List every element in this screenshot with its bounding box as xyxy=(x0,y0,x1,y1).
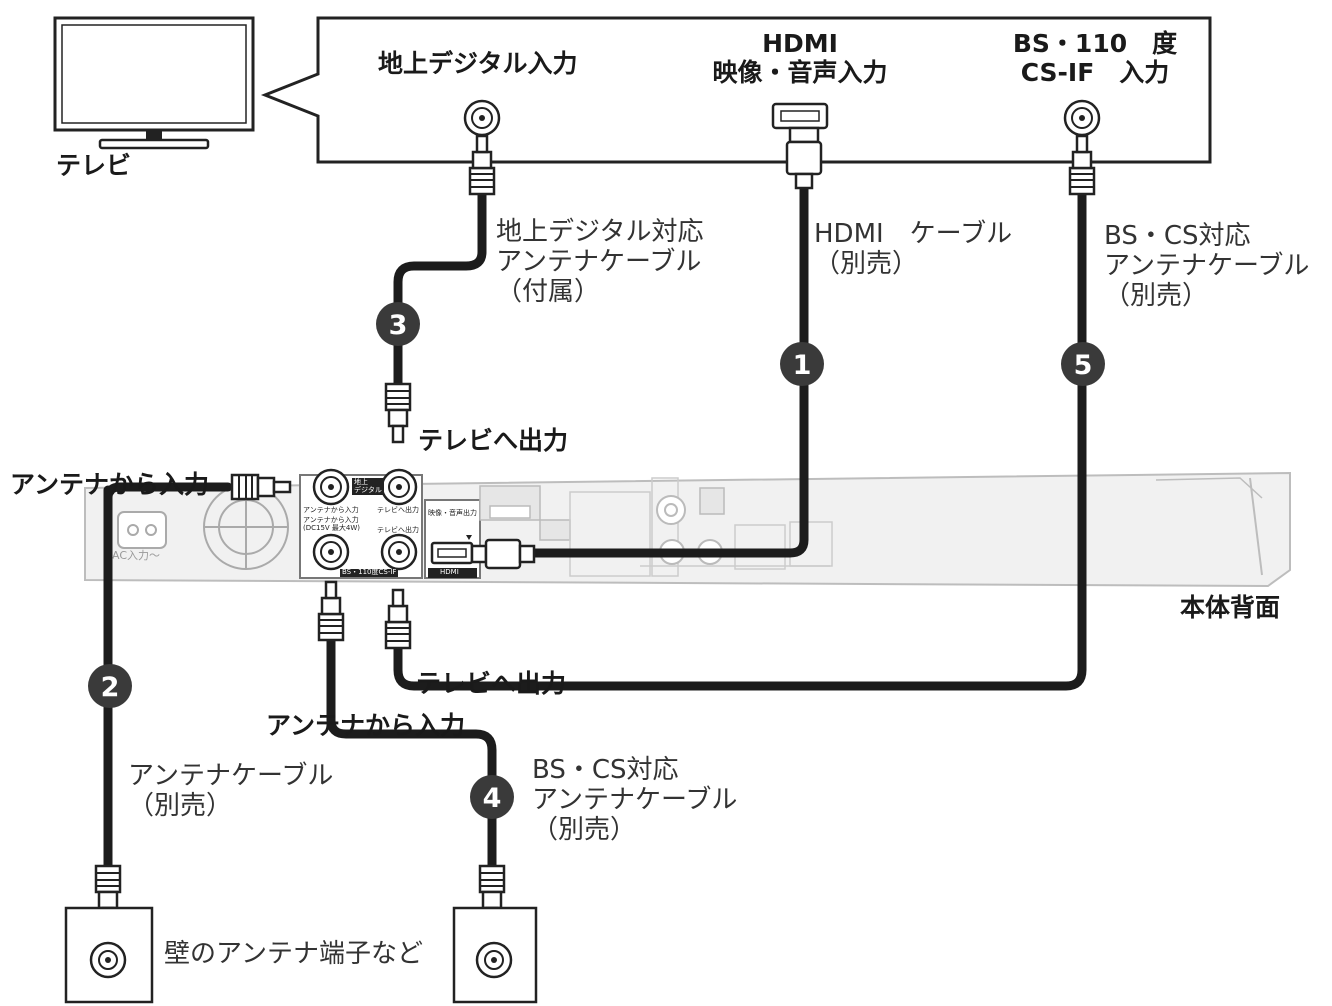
plug-antenna-in-bs xyxy=(317,580,345,642)
bs-wall-cable-line1: BS・CS対応 xyxy=(532,755,679,785)
step-badge-4: 4 xyxy=(470,775,514,819)
tv-icon xyxy=(53,16,255,150)
svg-text:1: 1 xyxy=(793,350,812,381)
tv-input-callout xyxy=(260,16,1212,164)
terrestrial-input-label: 地上デジタル入力 xyxy=(378,49,578,78)
plug-tv-out-top xyxy=(384,382,412,444)
panel-terrestrial-tag-line1: 地上 xyxy=(354,478,368,486)
hdmi-input-label: HDMI 映像・音声入力 xyxy=(700,29,900,88)
bs-wall-cable xyxy=(326,635,497,877)
svg-text:5: 5 xyxy=(1074,350,1093,381)
tv-label: テレビ xyxy=(56,151,132,180)
step-badge-5: 5 xyxy=(1061,342,1105,386)
panel-tv-out-label: テレビへ出力 xyxy=(377,506,419,514)
antenna-in-port-terrestrial xyxy=(312,468,350,506)
panel-hdmi-name: 映像・音声出力 xyxy=(428,509,477,517)
hdmi-input-port xyxy=(771,102,829,130)
terrestrial-cable-label: 地上デジタル対応 アンテナケーブル （付属） xyxy=(496,217,704,308)
wall-outlet-label: 壁のアンテナ端子など xyxy=(164,939,423,969)
svg-text:3: 3 xyxy=(389,310,408,341)
hdmi-output-port xyxy=(430,535,474,565)
panel-terrestrial-tag-line2: デジタル xyxy=(354,485,382,494)
hdmi-cable xyxy=(523,180,809,558)
plug-tv-out-bs xyxy=(384,588,412,650)
panel-tv-out2-label: テレビへ出力 xyxy=(377,526,419,534)
panel-hdmi-label: HDMI xyxy=(440,568,459,576)
antenna-cable-label: アンテナケーブル （別売） xyxy=(128,761,334,822)
terrestrial-cable-line3: （付属） xyxy=(496,276,601,307)
bs-input-label-line1: BS・110 度 xyxy=(1012,29,1178,58)
wall-outlet-antenna xyxy=(64,906,154,1004)
antenna-in-cable-top xyxy=(103,482,233,503)
step-badge-1: 1 xyxy=(780,342,824,386)
panel-bs-in-line1: アンテナから入力 xyxy=(303,516,359,524)
svg-text:2: 2 xyxy=(101,672,120,703)
hdmi-cable-label: HDMI ケーブル （別売） xyxy=(814,219,1013,280)
in-from-antenna-label-bottom: アンテナから入力 xyxy=(266,711,466,740)
step-badge-3: 3 xyxy=(376,302,420,346)
hdmi-cable-line1: HDMI ケーブル xyxy=(814,219,1013,249)
bs-input-port xyxy=(1063,99,1101,137)
hdmi-input-label-line1: HDMI xyxy=(762,29,838,58)
panel-bs-name: BS・110度CS-IF xyxy=(340,568,399,577)
bs-tv-cable-line2: アンテナケーブル xyxy=(1104,250,1310,281)
hdmi-plug-tv xyxy=(785,126,823,190)
bs-tv-cable xyxy=(393,189,1087,691)
out-to-tv-label-top: テレビへ出力 xyxy=(418,426,569,455)
device-back-label: 本体背面 xyxy=(1180,593,1281,622)
svg-text:4: 4 xyxy=(483,783,502,814)
in-from-antenna-label-top: アンテナから入力 xyxy=(10,470,210,499)
terrestrial-input-port xyxy=(463,99,501,137)
tv-out-port-bs xyxy=(380,533,418,571)
bs-tv-cable-line1: BS・CS対応 xyxy=(1104,221,1251,251)
tv-out-port-terrestrial xyxy=(380,468,418,506)
terrestrial-cable-line2: アンテナケーブル xyxy=(496,246,702,277)
antenna-in-port-bs xyxy=(312,533,350,571)
panel-ant-in-label: アンテナから入力 xyxy=(303,506,359,514)
antenna-cable-line1: アンテナケーブル xyxy=(128,761,334,791)
panel-ac-label: AC入力～ xyxy=(112,549,161,562)
panel-bs-in-line2: (DC15V 最大4W) xyxy=(303,523,361,532)
bs-wall-cable-label: BS・CS対応 アンテナケーブル （別売） xyxy=(532,755,738,846)
out-to-tv-label-bottom: テレビへ出力 xyxy=(416,669,567,698)
bs-input-label-line2: CS-IF 入力 xyxy=(1020,57,1170,87)
antenna-cable-line2: （別売） xyxy=(128,790,233,821)
hdmi-plug-device xyxy=(470,538,536,570)
panel-terrestrial-tag: 地上 デジタル xyxy=(352,478,384,496)
panel-bs-in-label: アンテナから入力 (DC15V 最大4W) xyxy=(303,516,361,532)
step-badge-2: 2 xyxy=(88,664,132,708)
terrestrial-cable-line1: 地上デジタル対応 xyxy=(496,217,704,247)
bs-wall-cable-line3: （別売） xyxy=(532,814,637,845)
bs-input-label: BS・110 度 CS-IF 入力 xyxy=(990,29,1200,88)
hdmi-cable-line2: （別売） xyxy=(814,248,919,279)
wall-outlet-bs xyxy=(452,906,538,1004)
hdmi-input-label-line2: 映像・音声入力 xyxy=(712,57,888,87)
bs-tv-cable-line3: （別売） xyxy=(1104,280,1209,311)
bs-wall-cable-line2: アンテナケーブル xyxy=(532,784,738,815)
bs-tv-cable-label: BS・CS対応 アンテナケーブル （別売） xyxy=(1104,221,1310,312)
terrestrial-tv-cable xyxy=(393,189,487,393)
